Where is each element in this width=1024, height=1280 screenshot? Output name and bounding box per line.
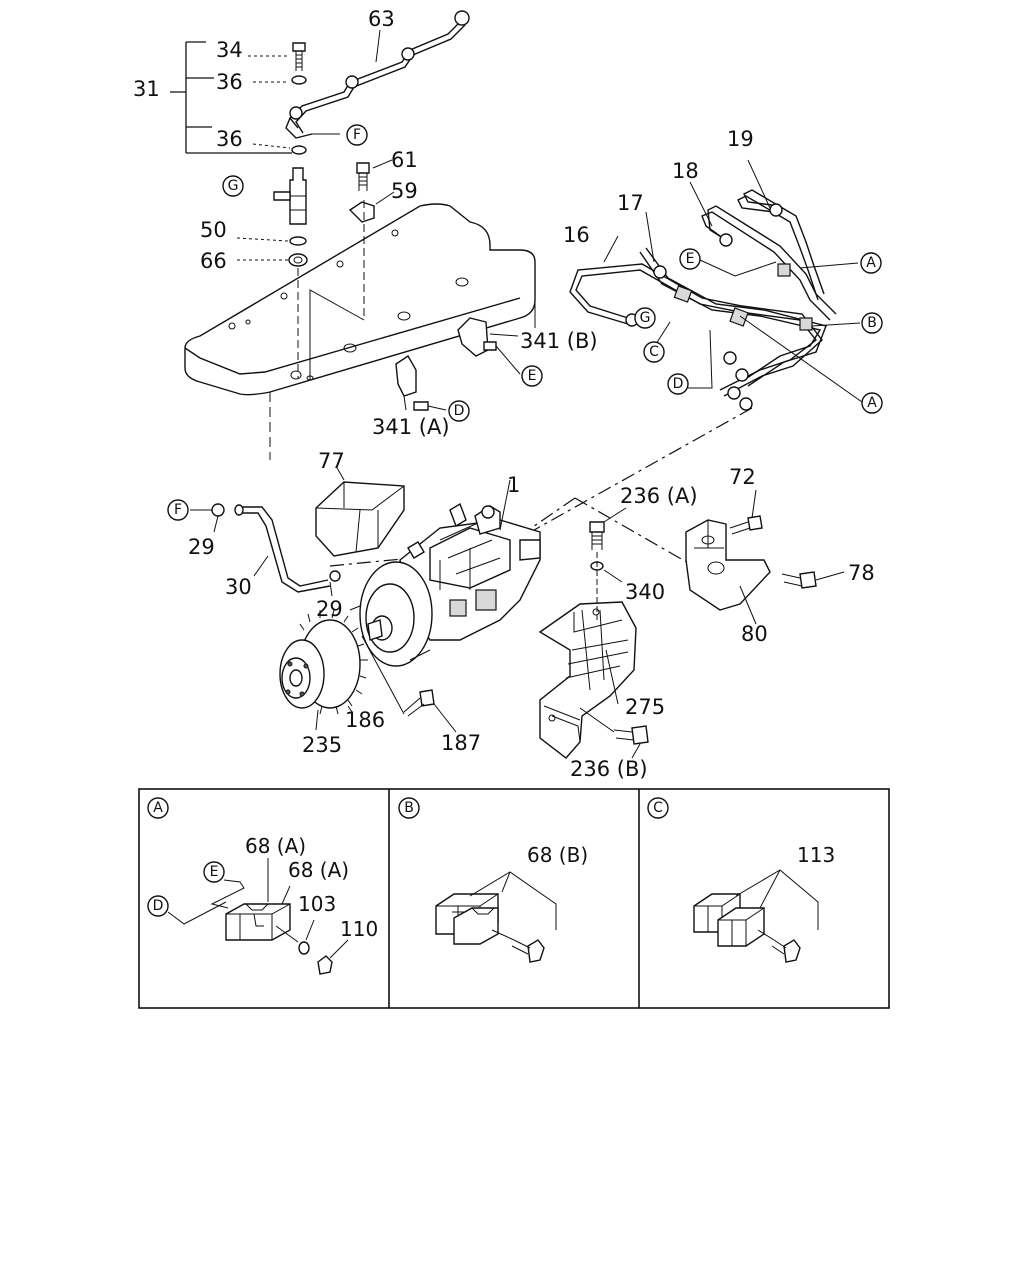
svg-text:A: A [867,395,877,411]
ref-c-pipes: C [643,341,665,363]
bracket-341 [395,317,521,411]
detail-frame [138,788,890,1009]
detail-panel-a: A 68 (A) 68 (A) 103 110 E D [147,797,378,975]
label-113: 113 [797,843,835,867]
detail-c-badge [647,797,669,819]
label-110: 110 [340,917,378,941]
label-29-left: 29 [188,535,215,559]
label-236a: 236 (A) [620,484,698,508]
injection-pump [349,479,541,667]
detail-a-ref-d [147,895,169,917]
reference-markers: F G E D E A B A G C D F [167,124,883,521]
label-36-lower: 36 [216,127,243,151]
label-66: 66 [200,249,227,273]
guide-line-1 [501,407,753,549]
svg-text:G: G [228,178,239,194]
svg-text:C: C [649,344,659,360]
bolts-236-340 [579,507,649,759]
svg-text:B: B [867,315,877,331]
svg-text:C: C [653,800,663,816]
detail-b-badge [398,797,420,819]
svg-text:D: D [673,376,684,392]
head-cover [184,203,536,460]
svg-text:D: D [153,898,164,914]
detail-a-badge [147,797,169,819]
ref-f-lower: F [167,499,189,521]
ref-g-left: G [222,175,244,197]
bracket-80 [685,489,845,625]
cover-77 [315,465,405,557]
label-18: 18 [672,159,699,183]
label-187: 187 [441,731,481,755]
label-68a-2: 68 (A) [288,858,349,882]
label-63: 63 [368,7,395,31]
label-1: 1 [507,473,520,497]
label-68a-1: 68 (A) [245,834,306,858]
part-number-labels: 31 34 36 36 63 61 59 50 66 341 (B) 341 (… [133,7,875,781]
label-34: 34 [216,38,243,62]
svg-text:E: E [528,368,537,384]
label-36-upper: 36 [216,70,243,94]
ref-d-bracket: D [448,400,470,422]
ref-a-lower: A [861,392,883,414]
label-275: 275 [625,695,665,719]
svg-text:G: G [640,310,651,326]
detail-a-ref-e [203,861,225,883]
label-341b: 341 (B) [520,329,598,353]
label-72: 72 [729,465,756,489]
svg-text:D: D [454,403,465,419]
svg-text:E: E [210,864,219,880]
label-50: 50 [200,218,227,242]
label-29-right: 29 [316,597,343,621]
label-68b: 68 (B) [527,843,588,867]
ref-f-upper: F [346,124,368,146]
label-30: 30 [225,575,252,599]
label-19: 19 [727,127,754,151]
svg-text:A: A [153,800,163,816]
label-17: 17 [617,191,644,215]
label-80: 80 [741,622,768,646]
svg-text:E: E [686,251,695,267]
label-31: 31 [133,77,160,101]
label-235: 235 [302,733,342,757]
bolt-bracket-59-61 [348,159,395,320]
label-341a: 341 (A) [372,415,450,439]
bracket-275 [538,601,637,759]
guide-line-3 [574,497,691,565]
detail-panel-b: B 68 (B) [398,797,588,963]
ref-b-pipes: B [861,312,883,334]
label-59: 59 [391,179,418,203]
ref-g-pipes: G [634,307,656,329]
svg-text:F: F [174,502,182,518]
label-186: 186 [345,708,385,732]
label-340: 340 [625,580,665,604]
svg-text:A: A [866,255,876,271]
ref-a-upper: A [860,252,882,274]
ref-d-pipes: D [667,373,689,395]
label-78: 78 [848,561,875,585]
label-236b: 236 (B) [570,757,648,781]
detail-panels: A 68 (A) 68 (A) 103 110 E D B 68 (B) [138,788,890,1009]
label-61: 61 [391,148,418,172]
label-103: 103 [298,892,336,916]
ref-e-bracket: E [521,365,543,387]
injection-pipes [569,159,863,411]
detail-panel-c: C 113 [647,797,835,963]
injector-assembly [170,41,308,378]
return-pipe-30 [190,503,341,597]
label-16: 16 [563,223,590,247]
svg-text:B: B [404,800,414,816]
svg-text:F: F [353,127,361,143]
label-77: 77 [318,449,345,473]
drive-gear [279,609,368,731]
leak-off-pipe [285,10,470,139]
bolt-187 [361,635,457,733]
ref-e-pipes: E [679,248,701,270]
